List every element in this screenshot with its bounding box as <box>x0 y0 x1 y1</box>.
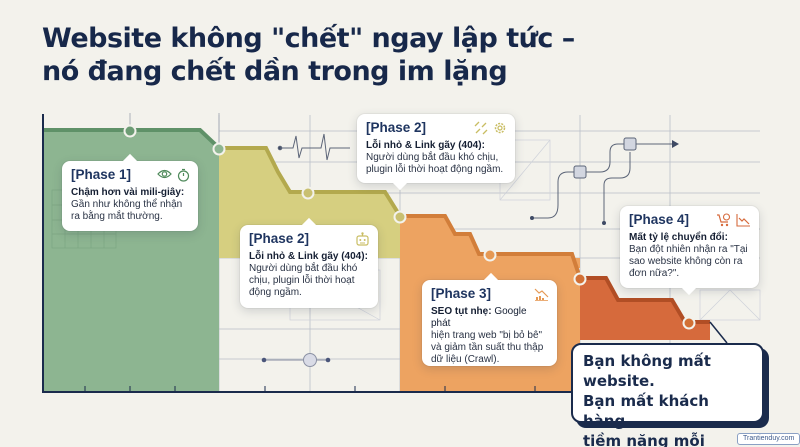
title-line-2: nó đang chết dần trong im lặng <box>42 56 508 87</box>
declining-chart-icon <box>534 288 549 301</box>
phase-heading: Chậm hơn vài mili-giây: <box>71 187 185 198</box>
phase-heading: Lỗi nhỏ & Link gãy (404): <box>366 140 485 151</box>
trend-down-icon <box>736 214 750 227</box>
phase-2-card-upper: [Phase 2] Lỗi nhỏ & Link gãy (404): Ngườ… <box>357 114 515 183</box>
cart-icon <box>717 213 731 227</box>
phase-body-line: chịu, plugin lỗi thời hoạt <box>249 275 355 286</box>
title-line-1: Website không "chết" ngay lập tức – <box>42 23 575 54</box>
phase-body-line: dữ liệu (Crawl). <box>431 354 500 365</box>
phase-label: [Phase 3] <box>431 286 492 301</box>
phase-body-line: Gần như không thể nhận <box>71 199 183 210</box>
phase-label: [Phase 1] <box>71 167 132 182</box>
phase-heading: SEO tụt nhẹ: Google phát <box>431 306 527 329</box>
slider-control <box>261 353 331 367</box>
watermark-link[interactable]: Trantienduy.com <box>737 433 800 445</box>
eye-icon <box>157 169 172 179</box>
phase-3-card: [Phase 3] SEO tụt nhẹ: Google phát hiện … <box>422 280 557 366</box>
phase-body-line: sao website không còn ra <box>629 256 743 267</box>
process-node <box>623 137 637 151</box>
phase-2-card-lower: [Phase 2] Lỗi nhỏ & Link gãy (404): Ngườ… <box>240 225 378 308</box>
phase-body-line: Người dùng bắt đầu khó <box>249 263 358 274</box>
process-connector <box>532 143 672 223</box>
conclusion-line: tiềm năng mỗi ngày. <box>583 432 705 447</box>
phase-body-line: Bạn đột nhiên nhận ra "Tại <box>629 244 748 255</box>
phase-body-line: đơn nữa?". <box>629 268 680 279</box>
process-node <box>573 165 587 179</box>
stopwatch-icon <box>177 168 190 182</box>
page-title: Website không "chết" ngay lập tức – nó đ… <box>42 22 575 88</box>
phase-body-line: ra bằng mắt thường. <box>71 211 163 222</box>
conclusion-line: Bạn không mất website. <box>583 352 711 390</box>
phase-4-card: [Phase 4] Mất tỷ lệ chuyển đổi: Bạn đột … <box>620 206 759 288</box>
robot-icon <box>356 232 369 246</box>
phase-label: [Phase 2] <box>366 120 427 135</box>
timeline-nodes <box>123 124 696 330</box>
phase-body-line: động ngầm. <box>249 287 302 298</box>
phase-body-line: plugin lỗi thời hoạt động ngầm. <box>366 164 504 175</box>
broken-link-icon <box>474 121 488 135</box>
phase-label: [Phase 4] <box>629 212 690 227</box>
phase-heading: Lỗi nhỏ & Link gãy (404): <box>249 251 368 262</box>
conclusion-callout: Bạn không mất website. Bạn mất khách hàn… <box>571 343 764 447</box>
phase-label: [Phase 2] <box>249 231 310 246</box>
phase-1-card: .c1::after{left:63px;} [Phase 1] Chậm hơ… <box>62 161 198 231</box>
phase-heading: Mất tỷ lệ chuyển đổi: <box>629 232 728 243</box>
conclusion-line: Bạn mất khách hàng <box>583 392 709 430</box>
phase-body-line: và giảm tần suất thu thập <box>431 342 544 353</box>
phase-body-line: Người dùng bắt đầu khó chịu, <box>366 152 499 163</box>
phase-body-line: hiện trang web "bị bỏ bê" <box>431 330 543 341</box>
gear-warning-icon <box>494 122 506 134</box>
heartbeat-icon <box>277 133 350 161</box>
